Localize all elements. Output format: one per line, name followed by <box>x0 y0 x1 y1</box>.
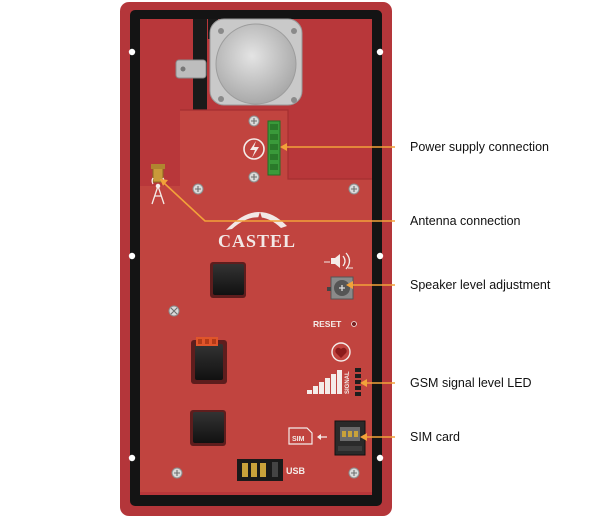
main-board <box>140 110 372 492</box>
signal-label: SIGNAL <box>345 371 351 394</box>
usb-port[interactable] <box>237 459 283 481</box>
svg-text:SIM: SIM <box>292 436 305 443</box>
callout-line-antenna <box>163 182 395 222</box>
callout-antenna: Antenna connection <box>410 214 521 228</box>
callout-sim: SIM card <box>410 430 461 444</box>
sim-badge: SIM <box>288 427 313 445</box>
brand-text: CASTEL <box>218 231 296 251</box>
antenna-icon <box>151 177 165 205</box>
arrow-left-icon <box>317 434 327 440</box>
reset-label: RESET <box>313 319 342 329</box>
sim-card-slot[interactable] <box>334 420 366 456</box>
power-terminal <box>267 120 281 176</box>
callout-gsm: GSM signal level LED <box>410 376 532 390</box>
usb-label: USB <box>286 466 306 476</box>
callout-lines <box>163 146 395 438</box>
button-2[interactable] <box>191 337 227 384</box>
heart-icon <box>331 342 351 362</box>
button-1[interactable] <box>210 262 246 298</box>
antenna-connector <box>151 164 165 183</box>
button-3[interactable] <box>190 410 226 446</box>
reset-button[interactable] <box>351 321 357 327</box>
lightning-icon <box>243 138 265 160</box>
speaker-level-potentiometer[interactable] <box>327 276 354 300</box>
signal-leds <box>355 368 361 396</box>
callout-speaker: Speaker level adjustment <box>410 278 551 292</box>
frame-holes <box>128 48 384 462</box>
speaker-unit <box>175 18 303 106</box>
callout-power: Power supply connection <box>410 140 549 154</box>
callout-arrowheads <box>160 143 367 441</box>
speaker-icon <box>324 252 353 270</box>
signal-bars-icon <box>307 370 342 394</box>
